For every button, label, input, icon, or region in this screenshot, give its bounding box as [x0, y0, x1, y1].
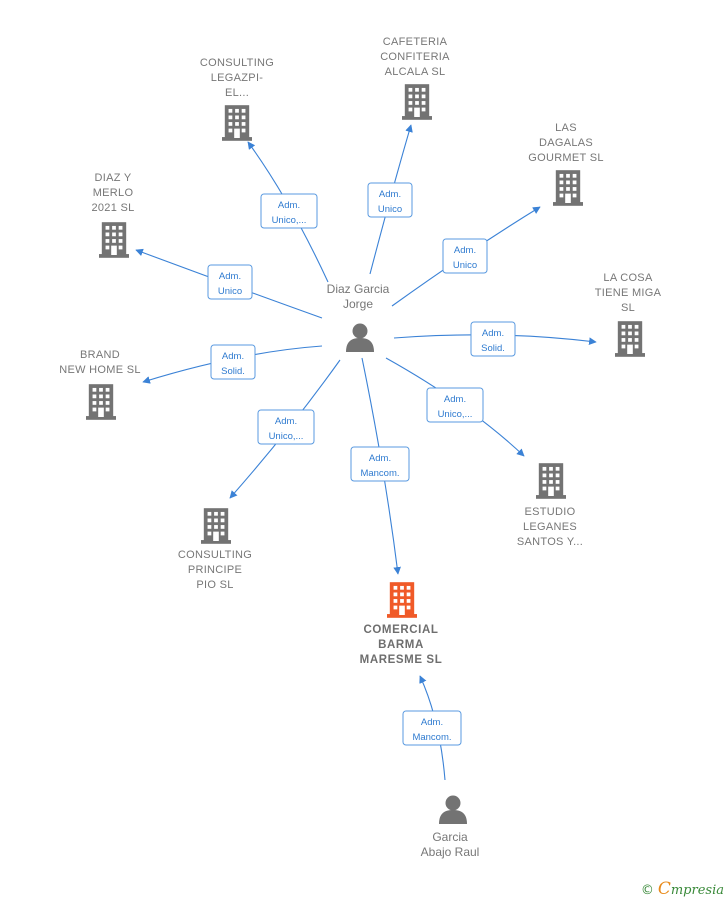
relation-second-person-text: Mancom.	[412, 732, 451, 743]
relation-las-dagalas-text: Adm.	[454, 245, 476, 256]
brand-initial: C	[657, 879, 671, 899]
second-person-icon[interactable]	[439, 795, 467, 825]
relation-diaz-y-merlo-text: Unico	[218, 286, 242, 297]
company-cafeteria-confiteria-label[interactable]: CAFETERIA CONFITERIA ALCALA SL	[380, 36, 450, 78]
relation-second-person[interactable]: Adm. Mancom.	[402, 710, 462, 746]
relation-las-dagalas-text: Unico	[453, 260, 477, 271]
company-brand-new-home-icon[interactable]	[86, 384, 116, 420]
company-la-cosa-tiene-miga-label-line: LA COSA	[603, 272, 653, 284]
relation-consulting-principe-text: Unico,...	[269, 431, 304, 442]
relation-consulting-legazpi-text: Unico,...	[272, 215, 307, 226]
relation-labels: Adm.Unico,...Adm.UnicoAdm.UnicoAdm.Unico…	[207, 182, 516, 746]
relation-la-cosa-tiene-miga-box	[470, 321, 516, 357]
main-company-icon[interactable]	[387, 582, 417, 618]
company-consulting-legazpi-label-line: EL...	[225, 87, 249, 99]
company-brand-new-home-label-line: NEW HOME SL	[59, 364, 141, 376]
relation-consulting-principe-box	[257, 409, 315, 445]
relation-main-company-text: Adm.	[369, 453, 391, 464]
relation-main-company-box	[350, 446, 410, 482]
relation-diaz-y-merlo-box	[207, 264, 253, 300]
company-las-dagalas-label-line: LAS	[555, 122, 577, 134]
copyright-icon: ©	[640, 883, 654, 898]
relation-estudio-leganes-box	[426, 387, 484, 423]
relation-brand-new-home-box	[210, 344, 256, 380]
company-consulting-legazpi-label-line: CONSULTING	[200, 57, 274, 69]
relation-la-cosa-tiene-miga-text: Adm.	[482, 328, 504, 339]
company-las-dagalas-label-line: DAGALAS	[539, 137, 593, 149]
company-estudio-leganes-label-line: LEGANES	[523, 521, 577, 533]
company-la-cosa-tiene-miga-icon[interactable]	[615, 321, 645, 357]
relation-consulting-legazpi[interactable]: Adm. Unico,...	[260, 193, 318, 229]
company-brand-new-home-label-line: BRAND	[80, 349, 120, 361]
company-la-cosa-tiene-miga-label[interactable]: LA COSA TIENE MIGA SL	[595, 272, 662, 314]
company-la-cosa-tiene-miga-label-line: TIENE MIGA	[595, 287, 662, 299]
relation-cafeteria-confiteria-text: Unico	[378, 204, 402, 215]
relation-cafeteria-confiteria[interactable]: Adm. Unico	[367, 182, 413, 218]
relation-consulting-principe[interactable]: Adm. Unico,...	[257, 409, 315, 445]
company-diaz-y-merlo-label[interactable]: DIAZ Y MERLO 2021 SL	[91, 172, 134, 214]
center-person-name-line: Jorge	[343, 297, 373, 311]
company-cafeteria-confiteria-label-line: ALCALA SL	[385, 66, 446, 78]
relation-cafeteria-confiteria-text: Adm.	[379, 189, 401, 200]
company-cafeteria-confiteria-icon[interactable]	[402, 84, 432, 120]
relation-second-person-text: Adm.	[421, 717, 443, 728]
relation-diaz-y-merlo[interactable]: Adm. Unico	[207, 264, 253, 300]
relation-estudio-leganes[interactable]: Adm. Unico,...	[426, 387, 484, 423]
company-consulting-principe-label-line: PRINCIPE	[188, 564, 242, 576]
company-consulting-principe-label-line: PIO SL	[196, 579, 233, 591]
second-person-name-line: Garcia	[432, 830, 468, 844]
relation-las-dagalas-box	[442, 238, 488, 274]
company-consulting-principe-icon[interactable]	[201, 508, 231, 544]
relation-las-dagalas[interactable]: Adm. Unico	[442, 238, 488, 274]
company-brand-new-home-label[interactable]: BRAND NEW HOME SL	[59, 349, 141, 376]
company-la-cosa-tiene-miga-label-line: SL	[621, 302, 635, 314]
main-company-label-line: MARESME SL	[360, 654, 443, 666]
company-diaz-y-merlo-label-line: DIAZ Y	[94, 172, 131, 184]
center-person-name-line: Diaz Garcia	[327, 282, 390, 296]
company-estudio-leganes-icon[interactable]	[536, 463, 566, 499]
relation-consulting-legazpi-text: Adm.	[278, 200, 300, 211]
relation-estudio-leganes-text: Adm.	[444, 394, 466, 405]
company-diaz-y-merlo-label-line: MERLO	[93, 187, 134, 199]
main-company-label[interactable]: COMERCIAL BARMA MARESME SL	[360, 624, 443, 666]
relation-main-company[interactable]: Adm. Mancom.	[350, 446, 410, 482]
company-estudio-leganes-label[interactable]: ESTUDIO LEGANES SANTOS Y...	[517, 506, 583, 548]
relation-brand-new-home-text: Adm.	[222, 351, 244, 362]
company-consulting-principe-label[interactable]: CONSULTING PRINCIPE PIO SL	[178, 549, 252, 591]
second-person-name-line: Abajo Raul	[421, 845, 480, 859]
company-las-dagalas-label[interactable]: LAS DAGALAS GOURMET SL	[528, 122, 604, 164]
company-cafeteria-confiteria-label-line: CAFETERIA	[383, 36, 448, 48]
empresia-brand[interactable]: ©Cmpresia	[641, 879, 724, 899]
relation-main-company-text: Mancom.	[360, 468, 399, 479]
relation-consulting-legazpi-box	[260, 193, 318, 229]
relation-consulting-principe-text: Adm.	[275, 416, 297, 427]
company-diaz-y-merlo-label-line: 2021 SL	[91, 202, 134, 214]
main-company-label-line: BARMA	[378, 639, 424, 651]
company-cafeteria-confiteria-label-line: CONFITERIA	[380, 51, 450, 63]
relation-la-cosa-tiene-miga[interactable]: Adm. Solid.	[470, 321, 516, 357]
company-consulting-legazpi-label-line: LEGAZPI-	[211, 72, 264, 84]
company-consulting-legazpi-icon[interactable]	[222, 105, 252, 141]
company-consulting-principe-label-line: CONSULTING	[178, 549, 252, 561]
relation-cafeteria-confiteria-box	[367, 182, 413, 218]
company-las-dagalas-icon[interactable]	[553, 170, 583, 206]
relation-la-cosa-tiene-miga-text: Solid.	[481, 343, 505, 354]
company-consulting-legazpi-label[interactable]: CONSULTING LEGAZPI- EL...	[200, 57, 274, 99]
company-las-dagalas-label-line: GOURMET SL	[528, 152, 604, 164]
relation-brand-new-home[interactable]: Adm. Solid.	[210, 344, 256, 380]
relation-brand-new-home-text: Solid.	[221, 366, 245, 377]
person-icon[interactable]	[346, 323, 374, 353]
company-estudio-leganes-label-line: SANTOS Y...	[517, 536, 583, 548]
company-diaz-y-merlo-icon[interactable]	[99, 222, 129, 258]
main-company-label-line: COMERCIAL	[363, 624, 438, 636]
relation-estudio-leganes-text: Unico,...	[438, 409, 473, 420]
company-estudio-leganes-label-line: ESTUDIO	[525, 506, 576, 518]
relation-diaz-y-merlo-text: Adm.	[219, 271, 241, 282]
brand-name: mpresia	[670, 883, 724, 898]
relation-second-person-box	[402, 710, 462, 746]
